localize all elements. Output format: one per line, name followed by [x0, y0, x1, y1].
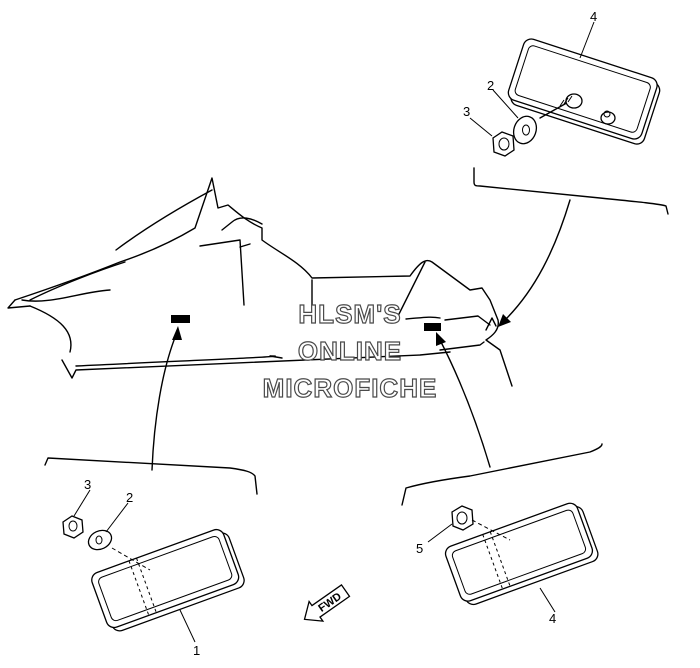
left-nut — [62, 515, 84, 539]
callout-left-washer: 2 — [126, 490, 133, 505]
watermark: HLSM'S ONLINE MICROFICHE — [262, 298, 438, 403]
top-stud — [539, 93, 616, 125]
snowmobile-outline — [7, 177, 513, 387]
top-detail-group: 4 2 3 — [463, 9, 669, 327]
top-group-bracket — [473, 167, 669, 215]
callout-top-nut: 3 — [463, 104, 470, 119]
right-reflector — [444, 502, 599, 606]
callout-left-reflector: 1 — [193, 643, 200, 658]
fwd-arrow: FWD — [303, 584, 351, 622]
watermark-line1: HLSM'S — [298, 299, 401, 329]
top-leader-arrow — [504, 199, 571, 321]
right-arrowhead — [436, 332, 446, 346]
callout-right-reflector: 4 — [549, 611, 556, 626]
left-washer — [87, 529, 113, 551]
callout-top-washer: 2 — [487, 78, 494, 93]
left-detail-group: 3 2 1 — [44, 326, 258, 658]
top-washer — [512, 115, 538, 145]
fwd-arrow-shape — [303, 584, 351, 622]
top-reflector — [507, 38, 661, 145]
right-detail-group: 5 4 — [401, 332, 603, 626]
top-nut — [492, 131, 515, 157]
watermark-line3: MICROFICHE — [263, 373, 438, 403]
callout-right-collar: 5 — [416, 541, 423, 556]
right-mount-mark — [424, 323, 441, 331]
left-group-bracket — [44, 457, 258, 495]
left-arrowhead — [172, 326, 182, 340]
left-mount-mark — [171, 315, 190, 323]
callout-top-reflector: 4 — [590, 9, 597, 24]
right-collar — [451, 505, 474, 531]
right-group-bracket — [401, 443, 603, 506]
watermark-line2: ONLINE — [298, 336, 402, 366]
left-leader-arrow — [151, 334, 177, 471]
right-leader-arrow — [439, 339, 491, 468]
left-reflector — [91, 528, 245, 632]
callout-left-nut: 3 — [84, 477, 91, 492]
top-arrowhead — [498, 314, 511, 327]
